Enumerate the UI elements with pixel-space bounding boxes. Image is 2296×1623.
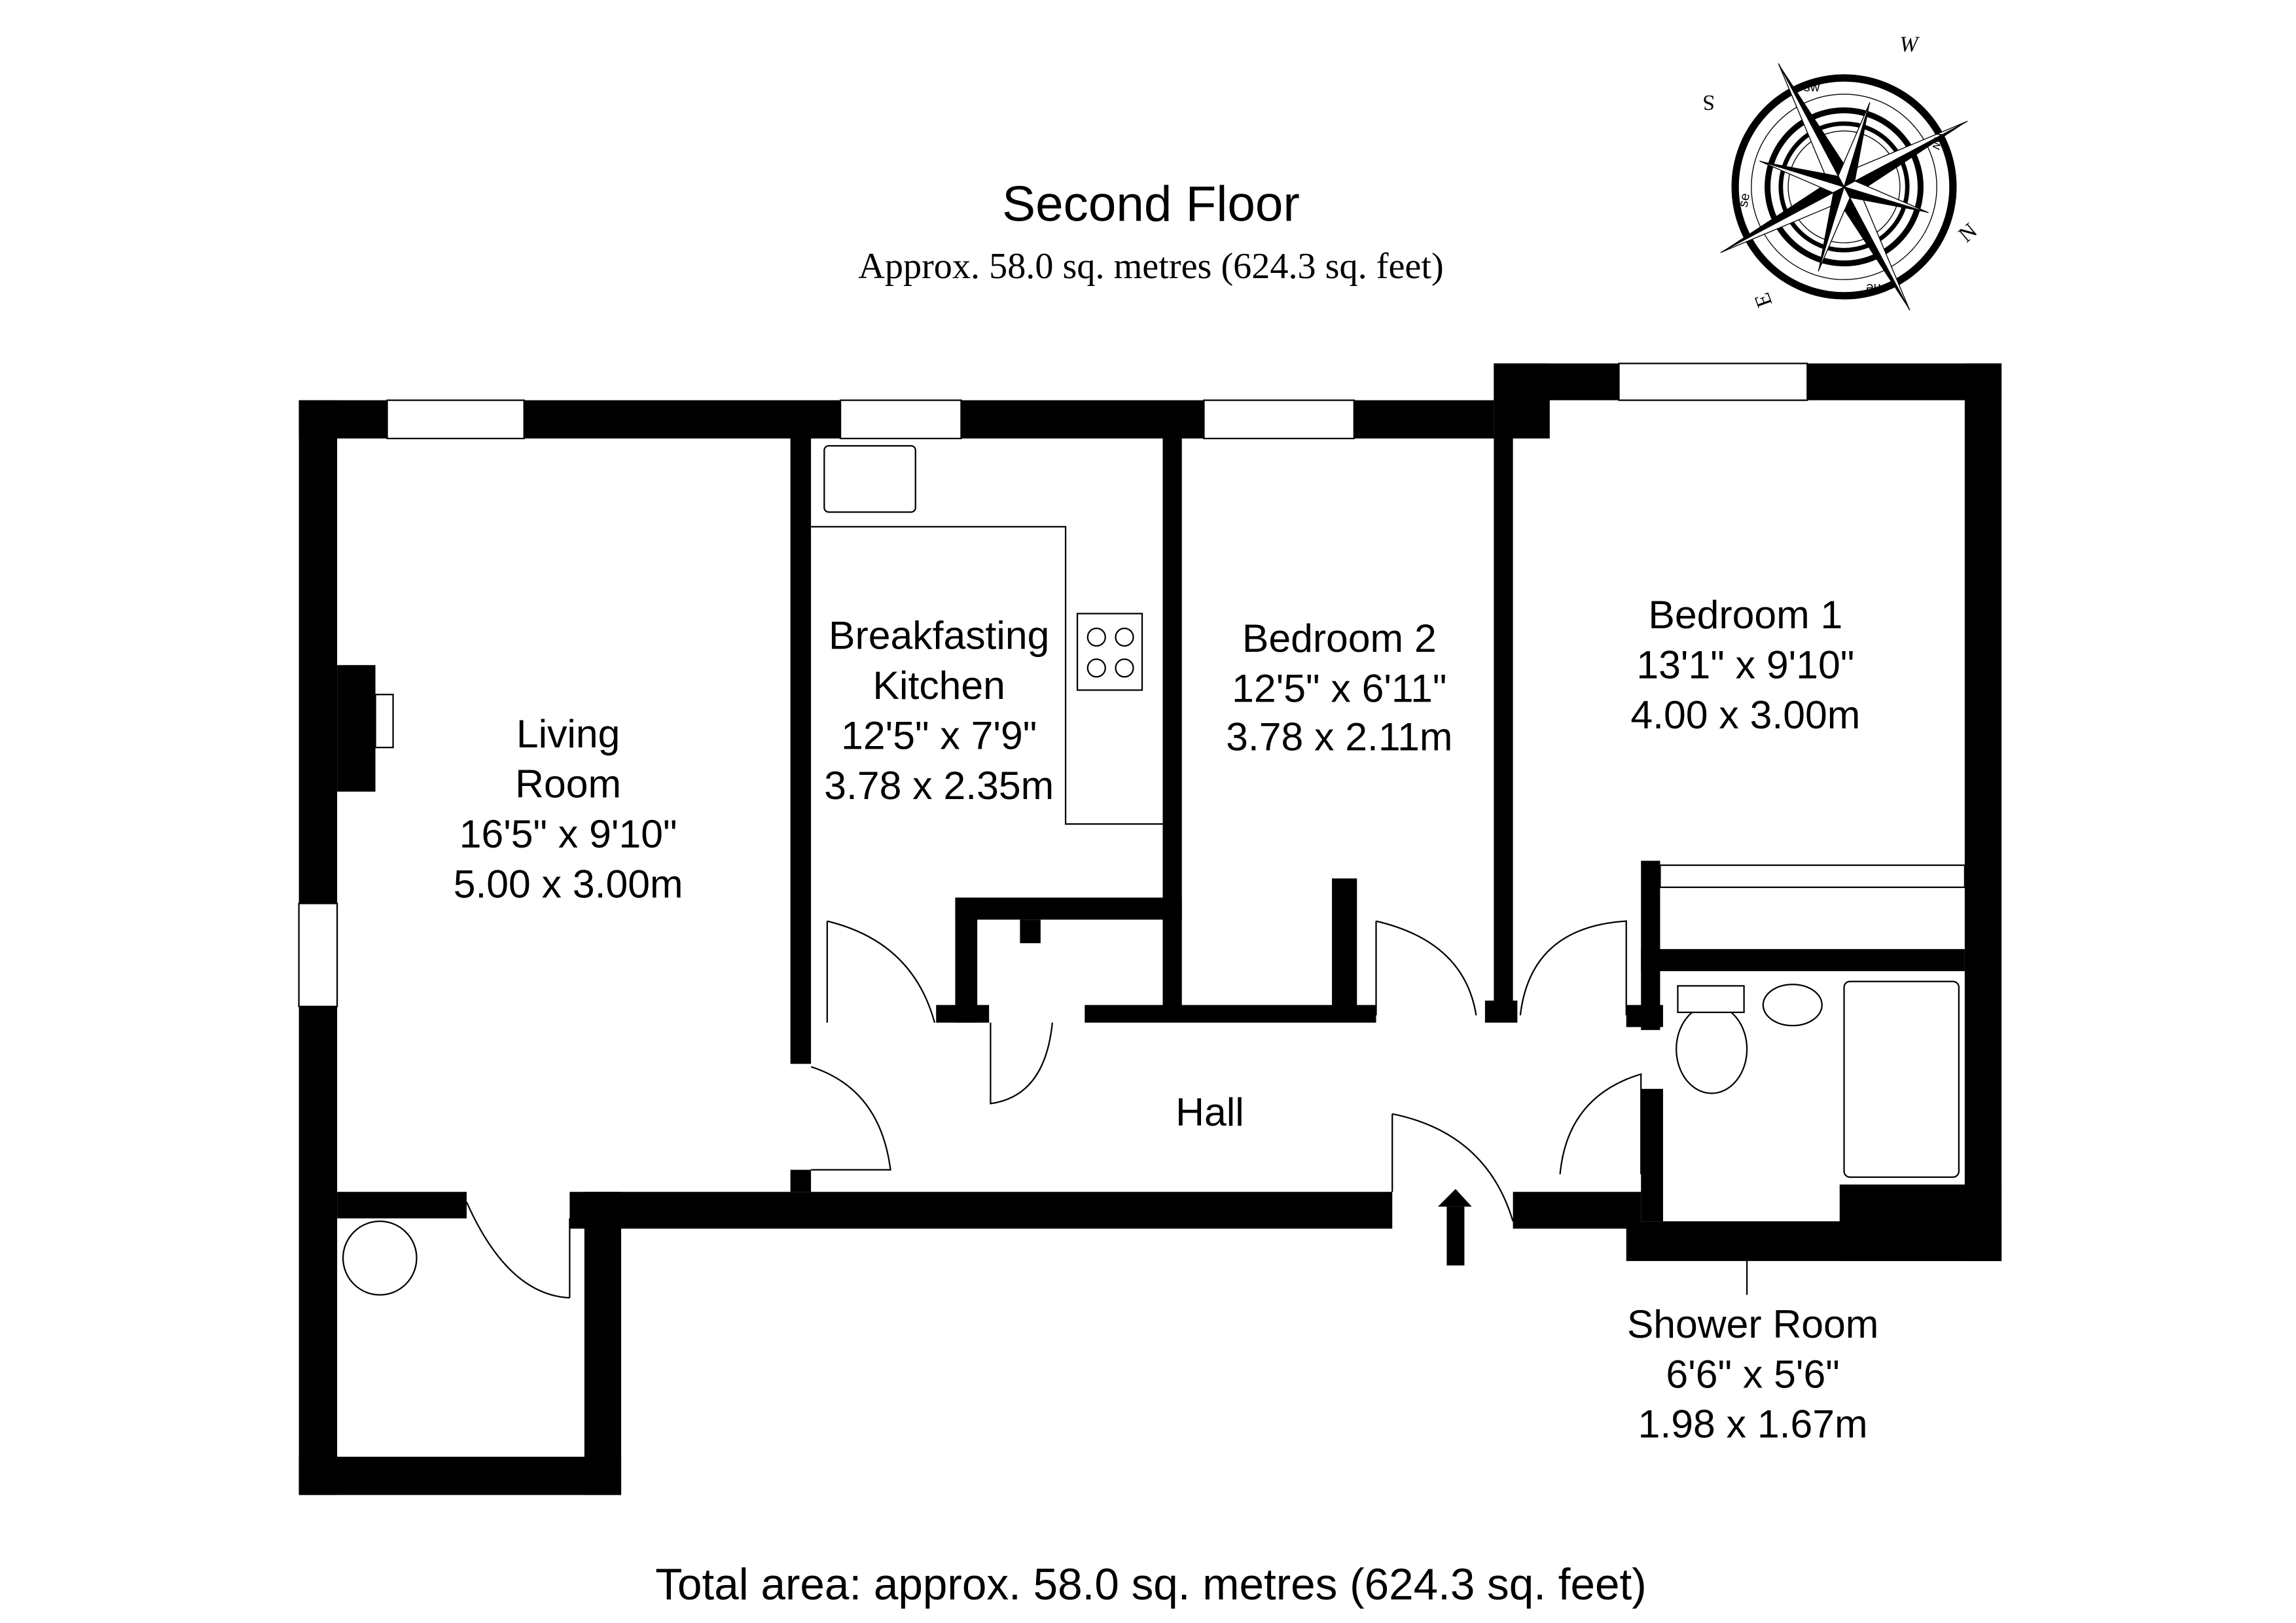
svg-text:5.00 x 3.00m: 5.00 x 3.00m — [454, 862, 683, 906]
svg-text:3.78 x 2.11m: 3.78 x 2.11m — [1226, 715, 1452, 759]
svg-text:Shower Room: Shower Room — [1627, 1302, 1879, 1346]
svg-text:16'5" x 9'10": 16'5" x 9'10" — [459, 812, 677, 856]
svg-text:Room: Room — [515, 762, 621, 806]
room-bedroom-1: Bedroom 1 13'1" x 9'10" 4.00 x 3.00m — [1630, 592, 1860, 737]
svg-text:se: se — [1736, 192, 1753, 208]
svg-text:Breakfasting: Breakfasting — [829, 613, 1049, 658]
svg-text:Bedroom 2: Bedroom 2 — [1242, 616, 1437, 660]
toilet-icon — [1676, 1004, 1748, 1094]
svg-text:3.78 x 2.35m: 3.78 x 2.35m — [824, 763, 1054, 808]
svg-text:1.98 x 1.67m: 1.98 x 1.67m — [1638, 1402, 1868, 1446]
sink-icon — [823, 445, 916, 513]
svg-text:Living: Living — [516, 711, 620, 756]
basin-icon — [1762, 984, 1823, 1027]
svg-text:W: W — [1899, 33, 1920, 57]
fixtures — [342, 445, 1965, 1296]
room-bedroom-2: Bedroom 2 12'5" x 6'11" 3.78 x 2.11m — [1226, 616, 1452, 759]
svg-text:Kitchen: Kitchen — [873, 663, 1005, 707]
hob-icon — [1076, 613, 1143, 691]
svg-text:S: S — [1702, 90, 1715, 115]
svg-text:ne: ne — [1866, 281, 1881, 295]
svg-text:12'5" x 6'11": 12'5" x 6'11" — [1232, 666, 1446, 710]
shower-tray-icon — [1843, 980, 1960, 1178]
svg-text:nw: nw — [1929, 132, 1946, 151]
svg-text:N: N — [1954, 219, 1982, 247]
svg-text:Bedroom 1: Bedroom 1 — [1648, 592, 1842, 637]
svg-text:4.00 x 3.00m: 4.00 x 3.00m — [1630, 692, 1860, 737]
svg-text:6'6" x 5'6": 6'6" x 5'6" — [1666, 1351, 1839, 1396]
svg-text:sw: sw — [1804, 80, 1820, 94]
room-living-room: Living Room 16'5" x 9'10" 5.00 x 3.00m — [454, 711, 683, 906]
room-breakfasting-kitchen: Breakfasting Kitchen 12'5" x 7'9" 3.78 x… — [824, 613, 1054, 808]
svg-text:13'1" x 9'10": 13'1" x 9'10" — [1636, 643, 1854, 687]
total-area: Total area: approx. 58.0 sq. metres (624… — [655, 1560, 1646, 1609]
room-hall: Hall — [1175, 1090, 1244, 1134]
room-shower-room: Shower Room 6'6" x 5'6" 1.98 x 1.67m — [1627, 1228, 1879, 1446]
floor-title: Second Floor — [1002, 176, 1300, 232]
doors — [465, 920, 1642, 1299]
compass-rose-icon: W S N E sw nw se ne — [1702, 33, 1982, 311]
entrance-arrow-icon — [1446, 1206, 1465, 1266]
floor-area: Approx. 58.0 sq. metres (624.3 sq. feet) — [858, 246, 1443, 287]
svg-text:E: E — [1750, 289, 1778, 310]
cylinder-icon — [342, 1221, 418, 1296]
svg-text:Hall: Hall — [1175, 1090, 1244, 1134]
svg-text:12'5" x 7'9": 12'5" x 7'9" — [841, 713, 1037, 757]
walls — [298, 363, 2002, 1495]
